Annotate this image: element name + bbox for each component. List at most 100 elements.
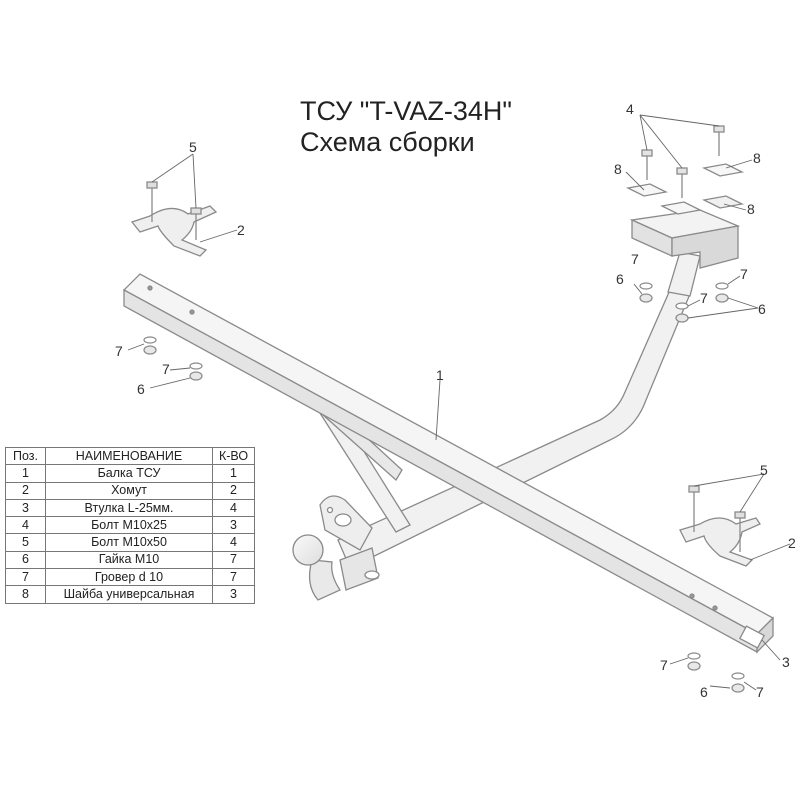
callout-5: 5 bbox=[760, 462, 768, 478]
cell-pos: 5 bbox=[5, 533, 46, 552]
clamp-lower-right bbox=[679, 485, 761, 567]
cell-qty: 3 bbox=[212, 585, 255, 604]
diagram-title: ТСУ "T-VAZ-34H" Схема сборки bbox=[300, 96, 512, 158]
beam-hole bbox=[712, 605, 718, 611]
socket-hole bbox=[334, 513, 352, 527]
leader-line bbox=[693, 473, 765, 487]
callout-8: 8 bbox=[753, 150, 761, 166]
plate-hole bbox=[326, 506, 334, 514]
callout-labels: 5 2 4 8 8 8 1 5 2 3 7 7 6 7 6 7 7 6 7 6 … bbox=[115, 101, 796, 700]
callout-6: 6 bbox=[700, 684, 708, 700]
cell-pos: 4 bbox=[5, 516, 46, 535]
leader-line bbox=[149, 377, 191, 389]
ball-neck-block bbox=[339, 547, 379, 591]
clamp-body bbox=[130, 205, 218, 257]
leader-line bbox=[639, 114, 720, 127]
washer-plate bbox=[625, 183, 669, 197]
cell-qty: 7 bbox=[212, 550, 255, 570]
callout-1: 1 bbox=[436, 367, 444, 383]
cell-pos: 2 bbox=[5, 481, 46, 500]
callout-6: 6 bbox=[137, 381, 145, 397]
cell-name: Втулка L-25мм. bbox=[45, 498, 213, 518]
cell-qty: 4 bbox=[212, 498, 255, 518]
cell-pos: 7 bbox=[5, 568, 46, 587]
nut bbox=[189, 371, 203, 381]
cell-name: Балка ТСУ bbox=[45, 464, 213, 483]
lock-washer bbox=[639, 282, 653, 290]
leader-line bbox=[199, 229, 238, 243]
cell-name: Болт M10x50 bbox=[45, 533, 213, 552]
cell-pos: 1 bbox=[5, 464, 46, 483]
bolt-head bbox=[190, 207, 202, 215]
cell-pos: 8 bbox=[5, 585, 46, 604]
callout-7: 7 bbox=[700, 290, 708, 306]
nut bbox=[675, 313, 689, 323]
leader-line bbox=[435, 379, 441, 441]
callout-7: 7 bbox=[631, 251, 639, 267]
callout-2: 2 bbox=[788, 535, 796, 551]
cell-qty: 7 bbox=[212, 568, 255, 587]
lock-washer bbox=[731, 672, 745, 680]
cell-name: Гровер d 10 bbox=[45, 568, 213, 587]
leader-line bbox=[727, 275, 741, 285]
beam-hole bbox=[189, 309, 195, 315]
leader-line bbox=[725, 159, 753, 169]
pin-clip bbox=[364, 570, 380, 580]
main-beam bbox=[122, 273, 775, 654]
cell-pos: 3 bbox=[5, 498, 46, 518]
header-qty: К-ВО bbox=[212, 446, 255, 466]
nut bbox=[731, 683, 745, 693]
leader-line bbox=[127, 343, 145, 351]
table-header-row: Поз. НАИМЕНОВАНИЕ К-ВО bbox=[5, 446, 255, 466]
cell-qty: 3 bbox=[212, 516, 255, 535]
tow-ball bbox=[292, 534, 324, 566]
leader-line bbox=[727, 297, 759, 309]
callout-6: 6 bbox=[616, 271, 624, 287]
callout-8: 8 bbox=[747, 201, 755, 217]
leader-line bbox=[687, 299, 701, 307]
washer-plate bbox=[701, 195, 745, 209]
leader-line bbox=[739, 473, 765, 513]
callout-5: 5 bbox=[189, 139, 197, 155]
leader-line bbox=[633, 283, 643, 295]
title-model: ТСУ "T-VAZ-34H" bbox=[300, 96, 512, 126]
bracket-side-face bbox=[671, 225, 739, 269]
callout-4: 4 bbox=[626, 101, 634, 117]
cell-name: Болт M10x25 bbox=[45, 516, 213, 535]
cell-qty: 2 bbox=[212, 481, 255, 500]
bolt-head bbox=[688, 485, 700, 493]
leader-line bbox=[169, 367, 191, 371]
leader-line bbox=[639, 114, 683, 169]
cell-qty: 1 bbox=[212, 464, 255, 483]
callout-7: 7 bbox=[756, 684, 764, 700]
bolt-head bbox=[713, 125, 725, 133]
callout-3: 3 bbox=[782, 654, 790, 670]
callout-7: 7 bbox=[162, 361, 170, 377]
callout-7: 7 bbox=[740, 266, 748, 282]
leader-line bbox=[749, 543, 791, 561]
header-name: НАИМЕНОВАНИЕ bbox=[45, 446, 213, 466]
bolt-head bbox=[734, 511, 746, 519]
cell-qty: 4 bbox=[212, 533, 255, 552]
nut bbox=[143, 345, 157, 355]
leader-line bbox=[723, 203, 747, 211]
bolt-head bbox=[146, 181, 158, 189]
nut bbox=[687, 661, 701, 671]
washer-plate bbox=[659, 201, 703, 215]
header-pos: Поз. bbox=[5, 446, 46, 466]
cell-name: Гайка M10 bbox=[45, 550, 213, 570]
callout-7: 7 bbox=[660, 657, 668, 673]
cell-name: Шайба универсальная bbox=[45, 585, 213, 604]
lock-washer bbox=[675, 302, 689, 310]
beam-hole bbox=[689, 593, 695, 599]
ball-mount bbox=[292, 495, 380, 601]
beam-end-opening bbox=[739, 625, 765, 649]
